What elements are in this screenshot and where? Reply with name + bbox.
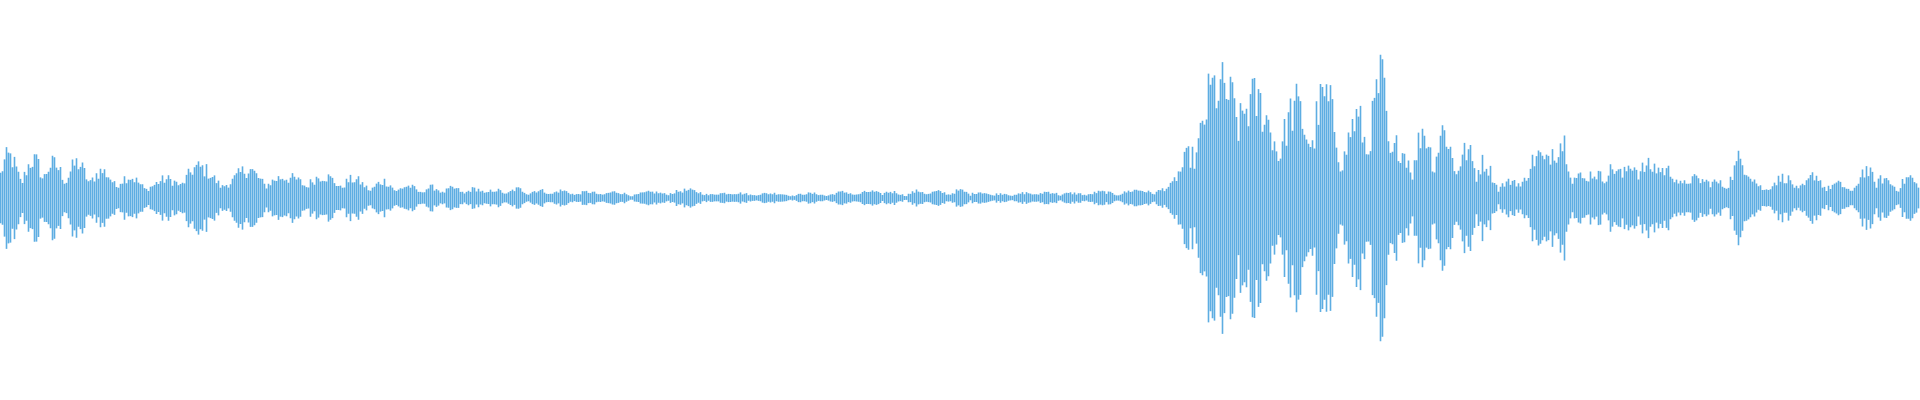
waveform-bars	[0, 54, 1920, 342]
waveform-path	[0, 54, 1920, 342]
